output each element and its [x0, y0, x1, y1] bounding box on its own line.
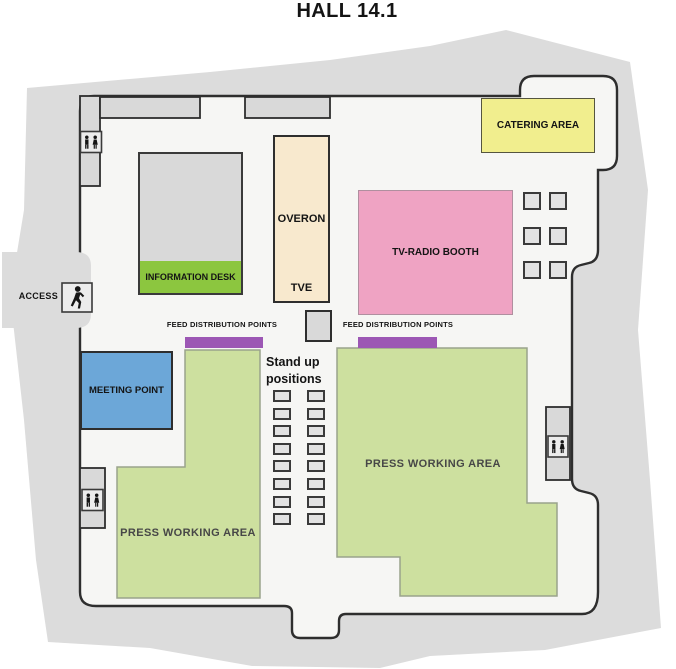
- page-title: HALL 14.1: [296, 0, 398, 22]
- stand-up-position-square: [273, 478, 291, 490]
- restroom-icon-lower-left: [81, 488, 104, 512]
- feed-distribution-label-right: FEED DISTRIBUTION POINTS: [342, 320, 454, 329]
- right-booths-grid: [523, 192, 567, 279]
- restroom-icon-top-left: [79, 130, 103, 154]
- booth-square: [523, 261, 541, 279]
- press-working-area-left: [116, 349, 261, 599]
- stand-up-position-square: [273, 390, 291, 402]
- press-working-area-right: [336, 347, 558, 597]
- room-meeting-point: MEETING POINT: [80, 351, 173, 430]
- information-desk-strip: INFORMATION DESK: [140, 261, 241, 293]
- stand-up-position-square: [273, 407, 291, 420]
- walking-person-icon: [61, 282, 93, 313]
- press-working-area-right-label: PRESS WORKING AREA: [365, 458, 501, 470]
- stand-up-position-square: [306, 460, 325, 473]
- stand-up-position-square: [306, 478, 325, 490]
- stand-up-position-square: [273, 442, 291, 455]
- stand-up-positions-label-line2: positions: [266, 372, 322, 386]
- stand-up-positions-label: Stand up positions: [266, 354, 338, 388]
- stand-up-position-square: [306, 442, 325, 455]
- wall-band-top-a: [99, 96, 201, 119]
- stand-up-position-square: [273, 425, 291, 438]
- room-overon-tve: OVERON TVE: [273, 135, 330, 303]
- stand-up-position-square: [306, 495, 325, 508]
- booth-square: [548, 192, 567, 210]
- catering-area-label: CATERING AREA: [496, 120, 580, 131]
- room-tv-radio-booth: TV-RADIO BOOTH: [358, 190, 513, 315]
- information-desk-label: INFORMATION DESK: [145, 272, 236, 282]
- stand-up-position-square: [306, 425, 325, 438]
- stand-up-grid: [273, 390, 325, 530]
- room-catering-area: CATERING AREA: [481, 98, 595, 153]
- press-working-area-left-label: PRESS WORKING AREA: [120, 527, 256, 539]
- room-information-desk: INFORMATION DESK: [138, 152, 243, 295]
- wall-band-top-b: [244, 96, 331, 119]
- overon-label: OVERON: [277, 213, 326, 225]
- stand-up-position-square: [273, 495, 291, 508]
- tv-radio-booth-label: TV-RADIO BOOTH: [392, 247, 479, 258]
- meeting-point-label: MEETING POINT: [89, 385, 164, 396]
- feed-distribution-bar-right: [358, 337, 437, 348]
- booth-square: [523, 192, 541, 210]
- stand-up-positions-label-line1: Stand up: [266, 355, 320, 369]
- access-label: ACCESS: [18, 291, 58, 301]
- tve-label: TVE: [290, 282, 313, 294]
- feed-distribution-label-left: FEED DISTRIBUTION POINTS: [166, 320, 278, 329]
- booth-square: [548, 226, 567, 245]
- stand-up-position-square: [306, 513, 325, 526]
- stand-up-position-square: [306, 407, 325, 420]
- stand-up-position-square: [306, 390, 325, 402]
- booth-square: [523, 226, 541, 245]
- feed-distribution-bar-left: [185, 337, 263, 348]
- service-box: [305, 310, 332, 342]
- booth-square: [548, 261, 567, 279]
- stand-up-position-square: [273, 513, 291, 526]
- restroom-icon-right: [547, 435, 569, 458]
- stand-up-position-square: [273, 460, 291, 473]
